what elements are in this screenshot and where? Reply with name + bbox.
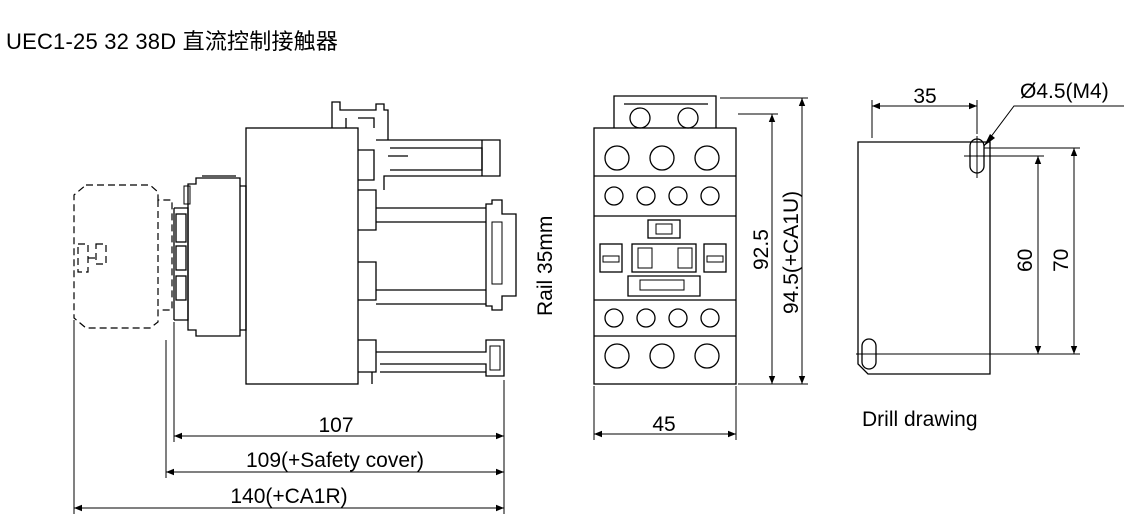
bottom-aux-terminals bbox=[604, 308, 720, 328]
top-main-terminals bbox=[604, 145, 720, 171]
dim-140-ca1r: 140(+CA1R) bbox=[230, 485, 347, 508]
front-view-dimensions bbox=[593, 97, 808, 440]
dim-60: 60 bbox=[1014, 249, 1037, 272]
front-indicator-window bbox=[599, 219, 727, 297]
contactor-main-body bbox=[245, 127, 377, 385]
side-view-dimensions bbox=[73, 320, 505, 514]
drill-outline bbox=[857, 141, 991, 375]
rail-label: Rail 35mm bbox=[534, 216, 557, 316]
drill-view: 35 Ø4.5(M4) 60 70 Drill drawing bbox=[856, 80, 1124, 431]
rail-mount-bottom bbox=[371, 339, 505, 384]
bottom-mounting-slot bbox=[856, 338, 882, 370]
dim-109-safety-cover: 109(+Safety cover) bbox=[246, 449, 424, 472]
rail-mount-top bbox=[331, 101, 501, 190]
ca1r-accessory-outline bbox=[73, 184, 173, 329]
dim-107: 107 bbox=[318, 414, 353, 437]
hole-diameter-label: Ø4.5(M4) bbox=[1020, 80, 1109, 103]
drill-drawing-caption: Drill drawing bbox=[862, 408, 978, 431]
bottom-main-terminals bbox=[604, 343, 720, 369]
dim-35: 35 bbox=[913, 85, 936, 108]
dim-92-5: 92.5 bbox=[750, 229, 773, 270]
front-body bbox=[593, 127, 737, 385]
contactor-front-block bbox=[173, 175, 247, 337]
rail-mount-middle bbox=[376, 199, 517, 311]
front-view: 45 92.5 94.5(+CA1U) bbox=[593, 95, 808, 440]
dim-45: 45 bbox=[652, 413, 675, 436]
dim-70: 70 bbox=[1050, 249, 1073, 272]
drill-view-dimensions bbox=[871, 100, 1124, 355]
top-aux-terminals bbox=[604, 186, 720, 206]
page-title: UEC1-25 32 38D 直流控制接触器 bbox=[6, 29, 339, 54]
dim-94-5-ca1u: 94.5(+CA1U) bbox=[780, 191, 803, 314]
side-view: Rail 35mm 107 109(+Safety cover) 140(+CA… bbox=[73, 101, 557, 514]
